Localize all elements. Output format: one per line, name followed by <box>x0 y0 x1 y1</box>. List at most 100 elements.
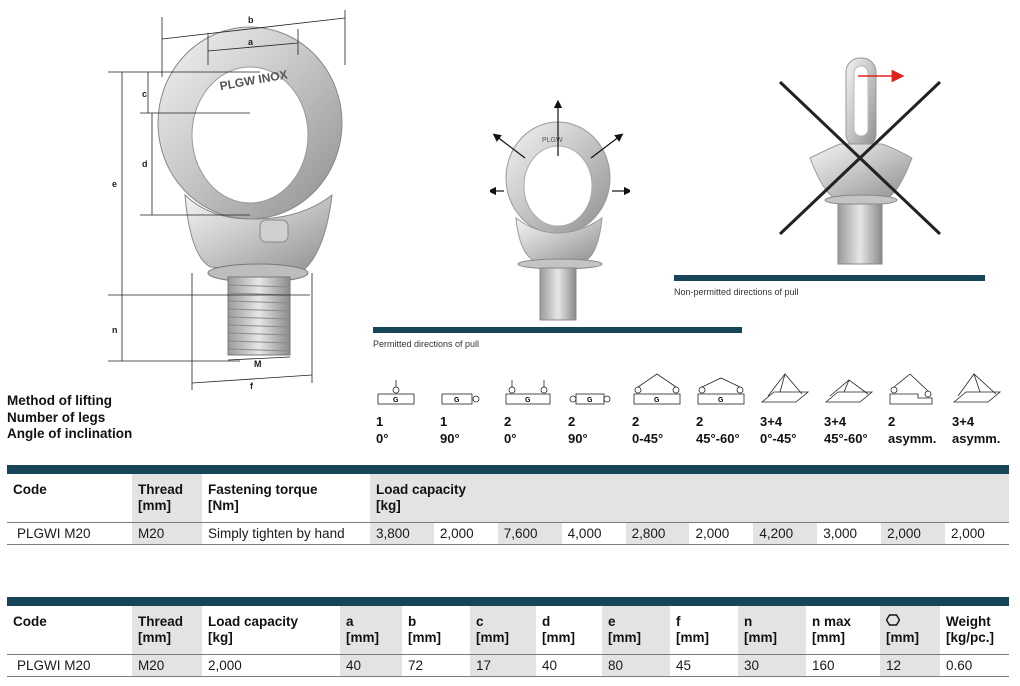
th-col: Weight[kg/pc.] <box>946 614 995 645</box>
dim-e: e <box>112 179 117 189</box>
dim-m: M <box>254 359 262 369</box>
table-cell: 12 <box>880 653 940 677</box>
th-code: Code <box>13 482 47 497</box>
cell-load: 2,800 <box>625 521 690 545</box>
permitted-pull-figure: PLGW <box>490 99 630 321</box>
table-cell: 2,000 <box>202 653 340 677</box>
permitted-caption: Permitted directions of pull <box>373 339 480 349</box>
dim-a: a <box>248 37 254 47</box>
th-torque: Fastening torque[Nm] <box>208 482 318 513</box>
cell-load: 2,000 <box>689 521 754 545</box>
cell-load: 3,800 <box>370 521 434 545</box>
load-capacity-table: Code Thread[mm] Fastening torque[Nm] Loa… <box>7 465 1009 545</box>
th-col: [mm] <box>880 606 940 654</box>
th-col: e[mm] <box>602 606 670 654</box>
legs-value: 1 <box>376 414 384 429</box>
th-col: Code <box>13 614 47 629</box>
non-permitted-caption: Non-permitted directions of pull <box>674 287 799 297</box>
cell-load: 4,000 <box>561 521 626 545</box>
dim-c: c <box>142 89 147 99</box>
table-cell: 40 <box>536 653 602 677</box>
dimension-drawing: PLGW INOX b a c d e n M f <box>108 10 346 390</box>
cell-thread: M20 <box>132 521 202 545</box>
svg-text:G: G <box>587 397 593 404</box>
th-col: c[mm] <box>470 606 536 654</box>
asym-double-icon <box>889 373 933 405</box>
angle-value: 90° <box>568 430 588 446</box>
asym-multi-icon <box>952 373 1002 403</box>
table-cell: 0.60 <box>940 653 1009 677</box>
dim-f: f <box>250 381 254 390</box>
th-col: Load capacity[kg] <box>208 614 299 645</box>
angle-value: 45°-60° <box>696 430 740 446</box>
lifting-labels: Method of lifting Number of legs Angle o… <box>7 393 132 443</box>
svg-text:G: G <box>454 397 460 404</box>
th-col: Thread[mm] <box>132 606 202 654</box>
hexagon-wrench-icon <box>885 614 901 626</box>
legs-value: 2 <box>888 414 896 429</box>
table-cell: 45 <box>670 653 738 677</box>
angle-value: asymm. <box>888 430 937 446</box>
table-cell: 72 <box>402 653 470 677</box>
angle-value: asymm. <box>952 430 1001 446</box>
angle-value: 90° <box>440 430 460 446</box>
cell-load: 2,000 <box>881 521 946 545</box>
table-cell: 80 <box>602 653 670 677</box>
cell-load: 2,000 <box>433 521 498 545</box>
legs-value: 1 <box>440 414 448 429</box>
multi-leg-icon <box>760 373 810 403</box>
non-permitted-pull-figure <box>778 57 942 265</box>
dim-d: d <box>142 159 148 169</box>
th-col: f[mm] <box>676 614 709 645</box>
single-vertical-icon: G <box>377 380 415 405</box>
method-of-lifting-label: Method of lifting <box>7 393 112 408</box>
svg-text:G: G <box>718 397 724 404</box>
th-col: a[mm] <box>340 606 402 654</box>
angle-of-inclination-label: Angle of inclination <box>7 426 133 441</box>
legs-value: 2 <box>568 414 576 429</box>
table-row: PLGWI M20 M20 Simply tighten by hand 3,8… <box>7 521 1009 545</box>
svg-text:G: G <box>393 397 399 404</box>
dim-n: n <box>112 325 118 335</box>
table-cell: PLGWI M20 <box>7 653 132 677</box>
cell-code: PLGWI M20 <box>7 521 132 545</box>
legs-value: 3+4 <box>760 414 783 429</box>
small-ring-marking: PLGW <box>542 137 563 144</box>
th-col: n[mm] <box>738 606 806 654</box>
table-cell: 17 <box>470 653 536 677</box>
single-side-icon: G <box>441 393 480 405</box>
double-wide-angled-icon: G <box>697 377 745 405</box>
angle-value: 0° <box>504 430 517 446</box>
non-permitted-caption-bar <box>674 275 985 281</box>
permitted-caption-bar <box>373 327 742 333</box>
cell-load: 2,000 <box>945 521 1009 545</box>
th-thread: Thread[mm] <box>132 474 202 522</box>
legs-value: 2 <box>696 414 704 429</box>
double-vertical-icon: G <box>505 380 551 405</box>
legs-value: 2 <box>632 414 640 429</box>
angle-value: 0°-45° <box>760 430 797 446</box>
svg-text:G: G <box>525 397 531 404</box>
cell-load: 3,000 <box>817 521 882 545</box>
cell-load: 4,200 <box>753 521 818 545</box>
th-col: n max[mm] <box>812 614 852 645</box>
legs-value: 2 <box>504 414 512 429</box>
dim-b: b <box>248 15 254 25</box>
table-cell: 160 <box>806 653 880 677</box>
table-cell: 40 <box>340 653 402 677</box>
angle-value: 45°-60° <box>824 430 868 446</box>
th-load-capacity: Load capacity[kg] <box>370 474 1009 522</box>
